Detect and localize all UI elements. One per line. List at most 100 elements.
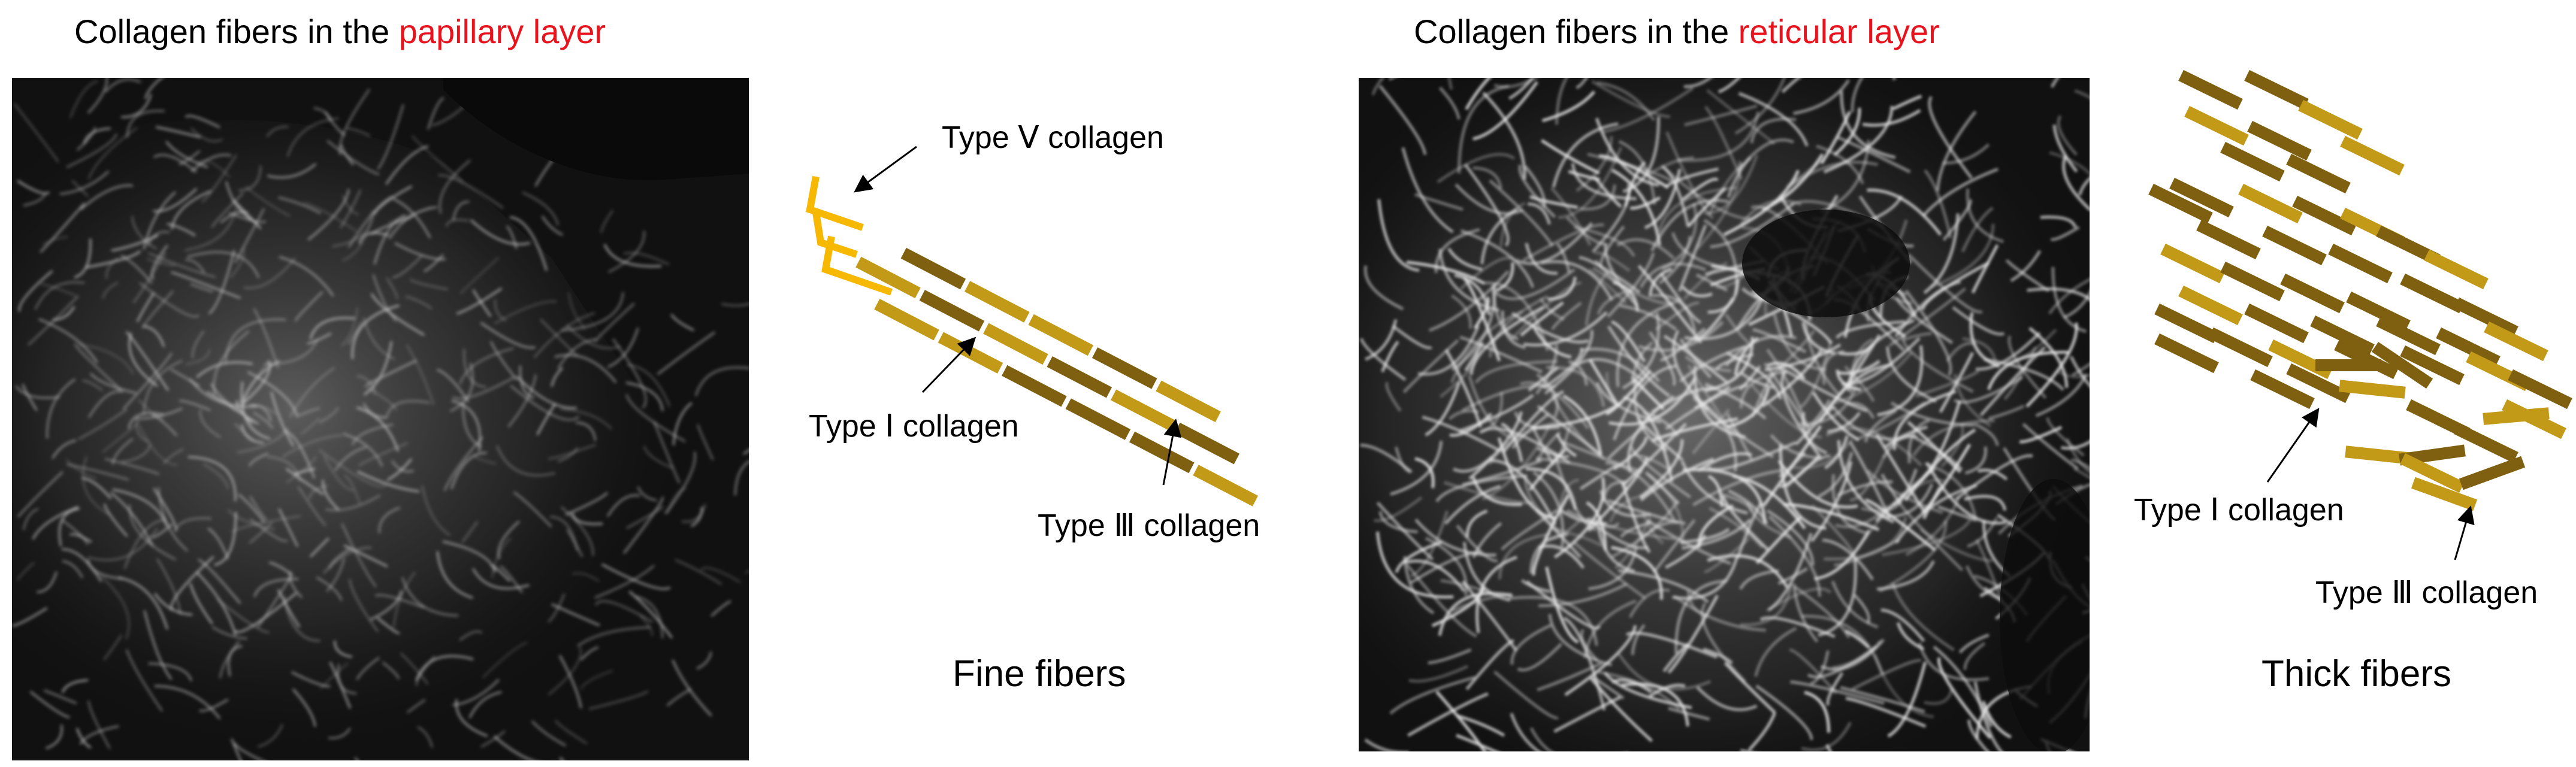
fiber-strand [1410, 551, 1482, 584]
thick-fiber-segment [2178, 285, 2243, 326]
fiber-strand [548, 593, 566, 623]
fiber-strand [1831, 474, 1867, 535]
fiber-strand [1706, 89, 1776, 145]
fiber-strand [1754, 626, 1797, 677]
fiber-strand [74, 343, 122, 391]
fiber-strand [185, 208, 237, 251]
fine-fiber-segment [1110, 389, 1176, 431]
fiber-strand [197, 160, 231, 178]
fiber-strand [1460, 229, 1535, 288]
fiber-strand [189, 378, 258, 408]
fiber-strand [1928, 96, 1973, 179]
fiber-strand [1724, 662, 1776, 714]
fiber-strand [162, 448, 184, 465]
fiber-strand [1707, 162, 1744, 216]
fiber-strand [156, 558, 182, 615]
fiber-strand [1607, 425, 1646, 460]
fiber-strand [1401, 147, 1454, 234]
fiber-strand [1835, 320, 1905, 339]
fiber-strand [1824, 435, 1849, 469]
fiber-strand [37, 571, 58, 593]
fiber-strand [1681, 286, 1713, 298]
fiber-strand [1880, 608, 1925, 642]
fiber-strand [1793, 79, 1851, 115]
fiber-strand [1407, 692, 1489, 737]
fiber-strand [234, 208, 265, 263]
right-title-highlight: reticular layer [1738, 13, 1940, 50]
thick-fiber-segment [2220, 261, 2285, 302]
fiber-strand [282, 595, 321, 642]
fiber-strand [2073, 466, 2090, 480]
fiber-strand [289, 367, 335, 418]
fiber-strand [229, 247, 245, 278]
papillary-micrograph [12, 78, 749, 760]
fiber-strand [2035, 373, 2088, 417]
fiber-strand [1720, 492, 1754, 513]
fiber-strand [364, 385, 397, 411]
fiber-strand [1364, 738, 1409, 751]
fiber-strand [139, 282, 200, 318]
fiber-strand [101, 421, 140, 453]
fiber-strand [417, 726, 433, 748]
fiber-strand [1778, 366, 1868, 413]
fiber-strand [2057, 370, 2090, 379]
fine-fiber-segment [1065, 398, 1131, 440]
fine-fiber-segment [1092, 347, 1157, 389]
fiber-strand [170, 556, 214, 611]
fiber-strand [1661, 165, 1690, 228]
fiber-strand [1779, 444, 1827, 530]
fiber-strand [1648, 683, 1686, 698]
fiber-strand [338, 89, 371, 156]
fiber-strand [201, 154, 237, 203]
fiber-strand [1827, 411, 1861, 433]
fiber-strand [22, 384, 38, 411]
thick-fiber-segment [2160, 243, 2225, 284]
fiber-strand [363, 341, 392, 396]
fiber-strand [227, 508, 275, 530]
fiber-strand [1597, 81, 1656, 122]
fiber-strand [580, 646, 599, 661]
fiber-strand [1428, 648, 1472, 665]
fiber-strand [228, 645, 243, 677]
fiber-strand [322, 547, 372, 574]
fiber-strand [17, 471, 64, 518]
fiber-strand [459, 256, 500, 295]
fiber-strand [560, 506, 594, 556]
fiber-strand [1892, 95, 1922, 111]
fiber-strand [496, 445, 555, 477]
fiber-strand [1523, 311, 1608, 347]
fiber-strand [1637, 265, 1703, 344]
thick-fiber-segment [2340, 135, 2405, 176]
fiber-strand [1372, 78, 1384, 96]
fiber-strand [1408, 665, 1469, 683]
fiber-strand [1718, 78, 1741, 93]
fiber-strand [1777, 567, 1809, 585]
fiber-strand [1907, 253, 1983, 314]
fiber-strand [78, 408, 128, 440]
fiber-strand [1904, 289, 1952, 377]
fiber-strand [1565, 216, 1607, 246]
fiber-strand [354, 757, 359, 760]
fiber-strand [1766, 509, 1815, 566]
fiber-strand [347, 127, 371, 137]
fiber-strand [1682, 177, 1719, 201]
thick-fiber-segment [2345, 445, 2412, 465]
fiber-strand [1704, 105, 1743, 180]
fiber-strand [1444, 484, 1501, 525]
fiber-strand [554, 354, 617, 383]
fiber-strand [12, 607, 48, 627]
fiber-strand [23, 192, 46, 207]
fiber-strand [1609, 377, 1697, 426]
fiber-strand [1609, 495, 1644, 523]
fiber-strand [1924, 169, 1952, 239]
fiber-strand [76, 127, 96, 151]
fiber-strand [148, 252, 216, 278]
fiber-strand [241, 360, 280, 410]
fiber-strand [1682, 518, 1752, 550]
fiber-strand [138, 425, 178, 466]
fiber-strand [151, 244, 168, 280]
fiber-strand [362, 317, 395, 360]
fiber-strand [309, 484, 328, 500]
fine-fiber-segment [1129, 431, 1195, 474]
fiber-strand [165, 141, 208, 168]
